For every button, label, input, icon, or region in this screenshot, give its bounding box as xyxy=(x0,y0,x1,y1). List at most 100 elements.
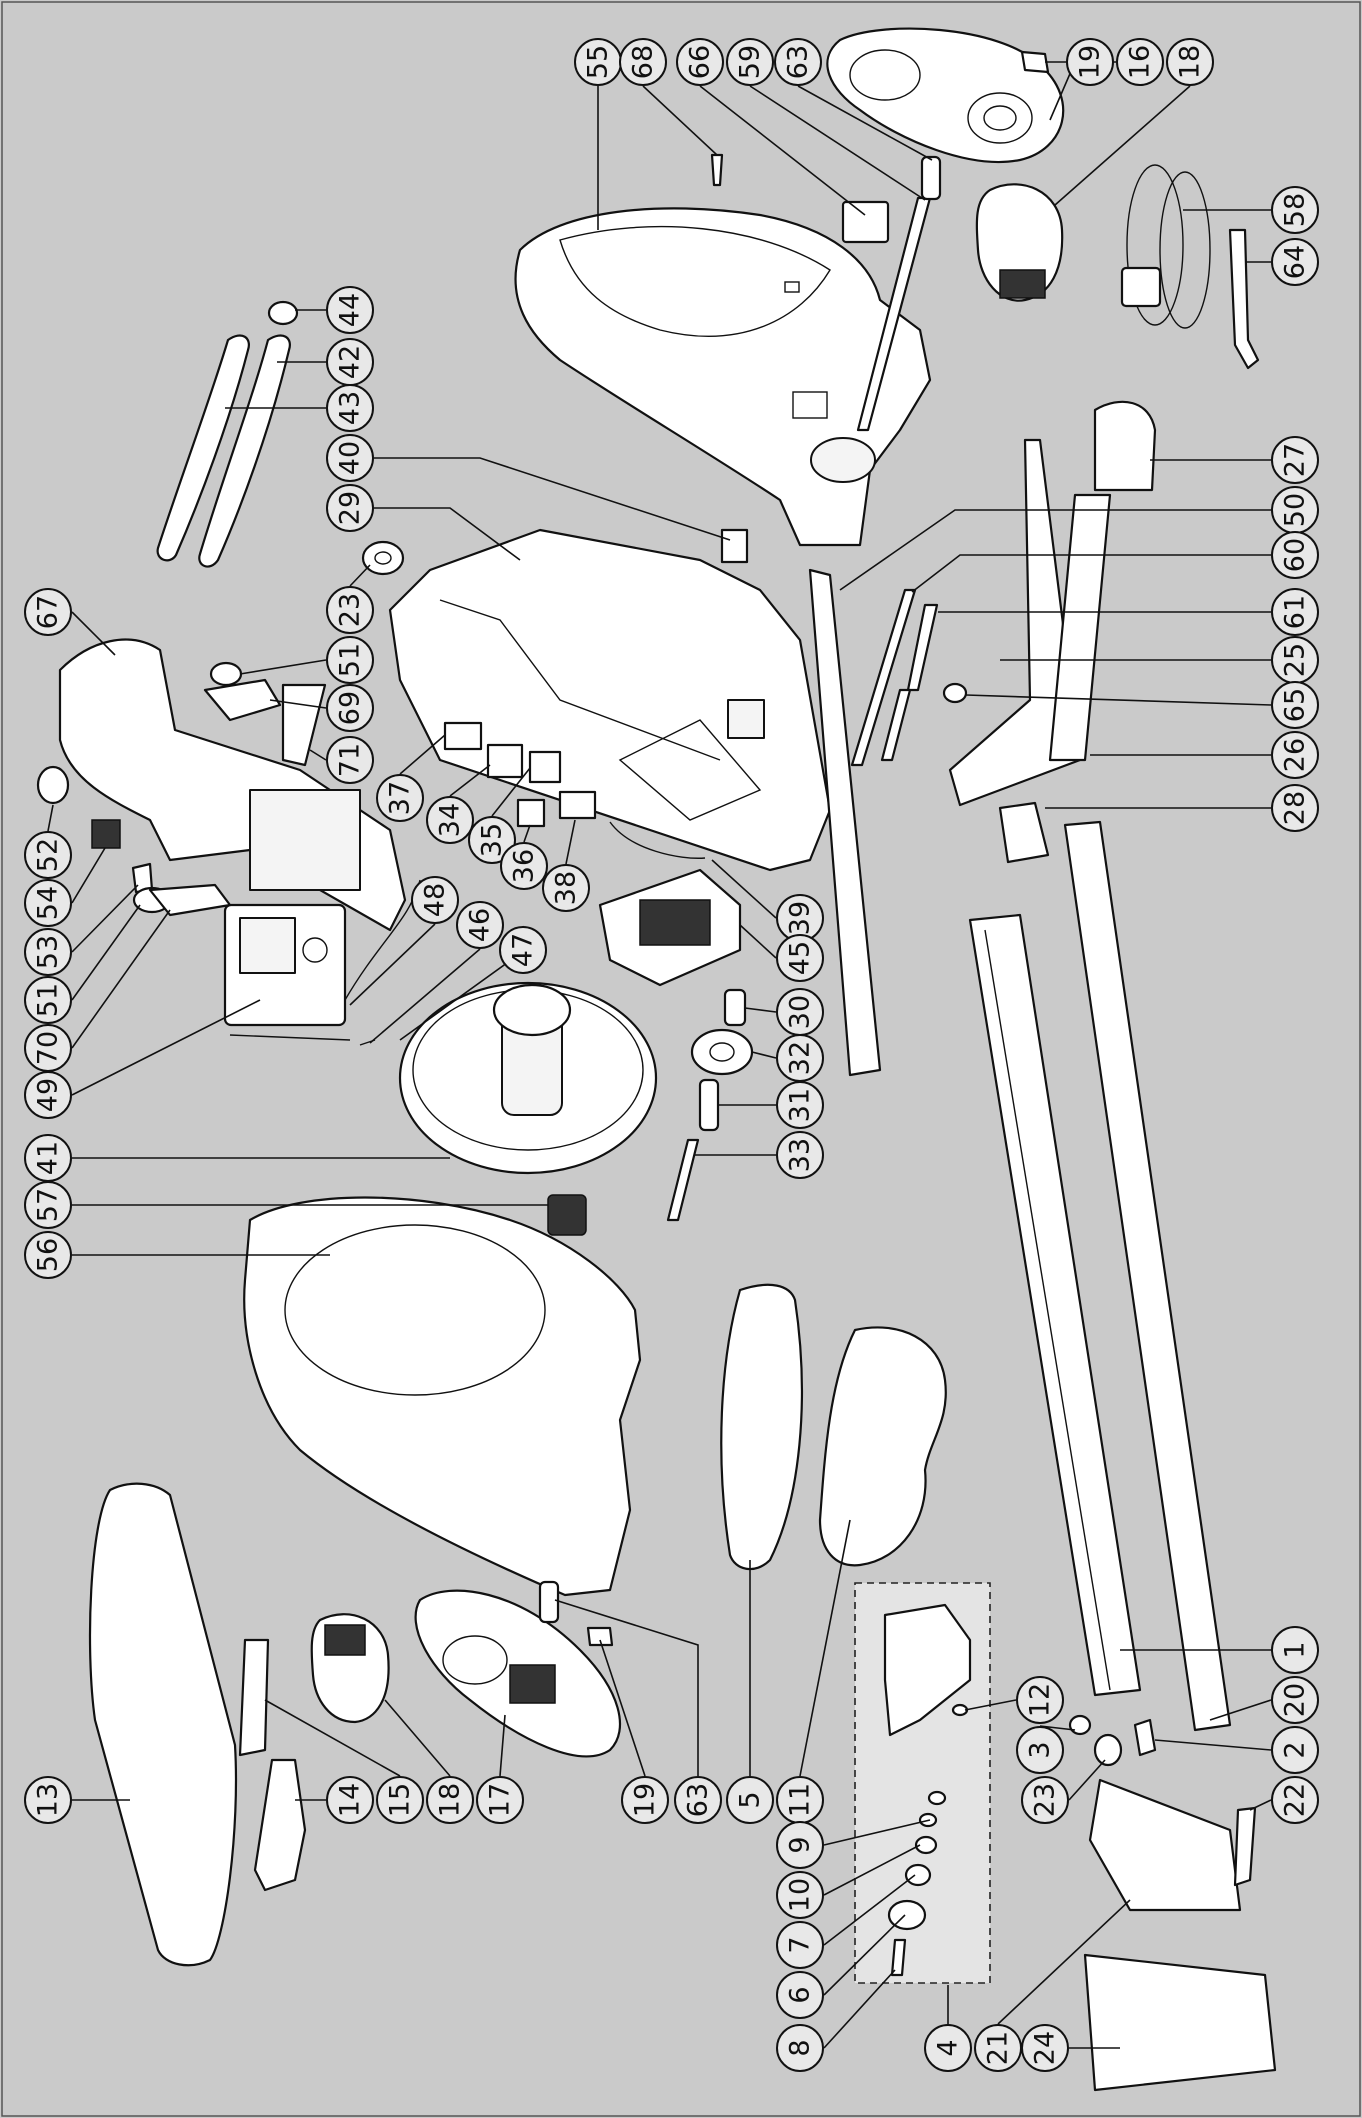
callout-35: 35 xyxy=(468,816,516,864)
callout-1: 1 xyxy=(1271,1626,1319,1674)
callout-17: 17 xyxy=(476,1776,524,1824)
leader-line-66 xyxy=(699,85,866,216)
callout-number: 40 xyxy=(335,441,366,475)
callout-number: 54 xyxy=(33,886,64,920)
leader-line-7 xyxy=(823,1874,916,1946)
callout-19: 19 xyxy=(621,1776,669,1824)
leader-line-40 xyxy=(374,457,731,541)
callout-circle xyxy=(1271,238,1319,286)
callout-66: 66 xyxy=(676,38,724,86)
callout-number: 7 xyxy=(785,1936,816,1953)
callout-number: 29 xyxy=(335,491,366,525)
callout-50: 50 xyxy=(1271,486,1319,534)
callout-number: 55 xyxy=(583,45,614,79)
callout-number: 15 xyxy=(385,1783,416,1817)
callout-number: 71 xyxy=(335,743,366,777)
callout-2: 2 xyxy=(1271,1726,1319,1774)
callout-number: 5 xyxy=(735,1791,766,1808)
callout-10: 10 xyxy=(776,1871,824,1919)
callout-number: 64 xyxy=(1280,245,1311,279)
leader-line-38 xyxy=(565,819,576,865)
callout-number: 67 xyxy=(33,595,64,629)
callout-circle xyxy=(776,1971,824,2019)
callout-circle xyxy=(326,736,374,784)
callout-circle xyxy=(326,484,374,532)
callout-circle xyxy=(776,1131,824,1179)
callout-57: 57 xyxy=(24,1181,72,1229)
callout-number: 27 xyxy=(1280,443,1311,477)
callout-circle xyxy=(411,876,459,924)
callout-28: 28 xyxy=(1271,784,1319,832)
callout-number: 18 xyxy=(1175,45,1206,79)
callout-circle xyxy=(676,38,724,86)
leader-line-23 xyxy=(1068,1759,1106,1801)
callout-6: 6 xyxy=(776,1971,824,2019)
callout-32: 32 xyxy=(776,1034,824,1082)
callout-number: 42 xyxy=(335,345,366,379)
callout-number: 21 xyxy=(983,2031,1014,2065)
callout-number: 31 xyxy=(785,1088,816,1122)
leader-line-9 xyxy=(823,1819,931,1846)
leader-line-54 xyxy=(71,847,106,904)
leader-line-3 xyxy=(1039,1725,1076,1731)
callout-23: 23 xyxy=(1021,1776,1069,1824)
leader-line-52 xyxy=(47,804,54,832)
callout-circle xyxy=(24,1776,72,1824)
callout-64: 64 xyxy=(1271,238,1319,286)
callout-circle xyxy=(1016,1676,1064,1724)
leader-line-49 xyxy=(71,999,261,1096)
callout-circle xyxy=(1271,1676,1319,1724)
callout-number: 25 xyxy=(1280,643,1311,677)
callout-circle xyxy=(426,1776,474,1824)
leader-line-17 xyxy=(499,1714,506,1777)
leader-line-48 xyxy=(349,923,436,1006)
leader-line-34 xyxy=(449,764,491,797)
callout-number: 51 xyxy=(33,983,64,1017)
callout-26: 26 xyxy=(1271,731,1319,779)
callout-circle xyxy=(1271,531,1319,579)
leader-line-46 xyxy=(369,948,481,1044)
callout-circle xyxy=(326,684,374,732)
callout-5: 5 xyxy=(726,1776,774,1824)
leader-line-22 xyxy=(1249,1799,1272,1811)
callout-circle xyxy=(1166,38,1214,86)
leader-line-12 xyxy=(964,1699,1017,1711)
callout-circle xyxy=(1016,1726,1064,1774)
callout-34: 34 xyxy=(426,796,474,844)
callout-42: 42 xyxy=(326,338,374,386)
leader-line-37 xyxy=(399,734,446,775)
callout-circle xyxy=(376,774,424,822)
callout-31: 31 xyxy=(776,1081,824,1129)
leader-line-10 xyxy=(823,1844,921,1896)
callout-number: 24 xyxy=(1030,2031,1061,2065)
callout-30: 30 xyxy=(776,988,824,1036)
callout-circle xyxy=(1021,2024,1069,2072)
callout-circle xyxy=(1271,1726,1319,1774)
leader-line-20 xyxy=(1209,1699,1272,1721)
callout-60: 60 xyxy=(1271,531,1319,579)
callout-65: 65 xyxy=(1271,681,1319,729)
callout-19: 19 xyxy=(1066,38,1114,86)
callout-circle xyxy=(326,286,374,334)
callout-circle xyxy=(24,1231,72,1279)
callout-number: 3 xyxy=(1025,1741,1056,1758)
callout-number: 43 xyxy=(335,391,366,425)
callout-circle xyxy=(776,1821,824,1869)
callout-37: 37 xyxy=(376,774,424,822)
callout-number: 39 xyxy=(785,901,816,935)
callout-number: 18 xyxy=(435,1783,466,1817)
callout-circle xyxy=(24,976,72,1024)
callout-circle xyxy=(1271,731,1319,779)
callout-number: 19 xyxy=(1075,45,1106,79)
callout-circle xyxy=(468,816,516,864)
callout-circle xyxy=(619,38,667,86)
callout-number: 1 xyxy=(1280,1641,1311,1658)
callout-56: 56 xyxy=(24,1231,72,1279)
callout-number: 65 xyxy=(1280,688,1311,722)
callout-25: 25 xyxy=(1271,636,1319,684)
callout-70: 70 xyxy=(24,1024,72,1072)
leader-line-2 xyxy=(1154,1739,1272,1751)
callout-circle xyxy=(326,1776,374,1824)
callout-circle xyxy=(726,1776,774,1824)
